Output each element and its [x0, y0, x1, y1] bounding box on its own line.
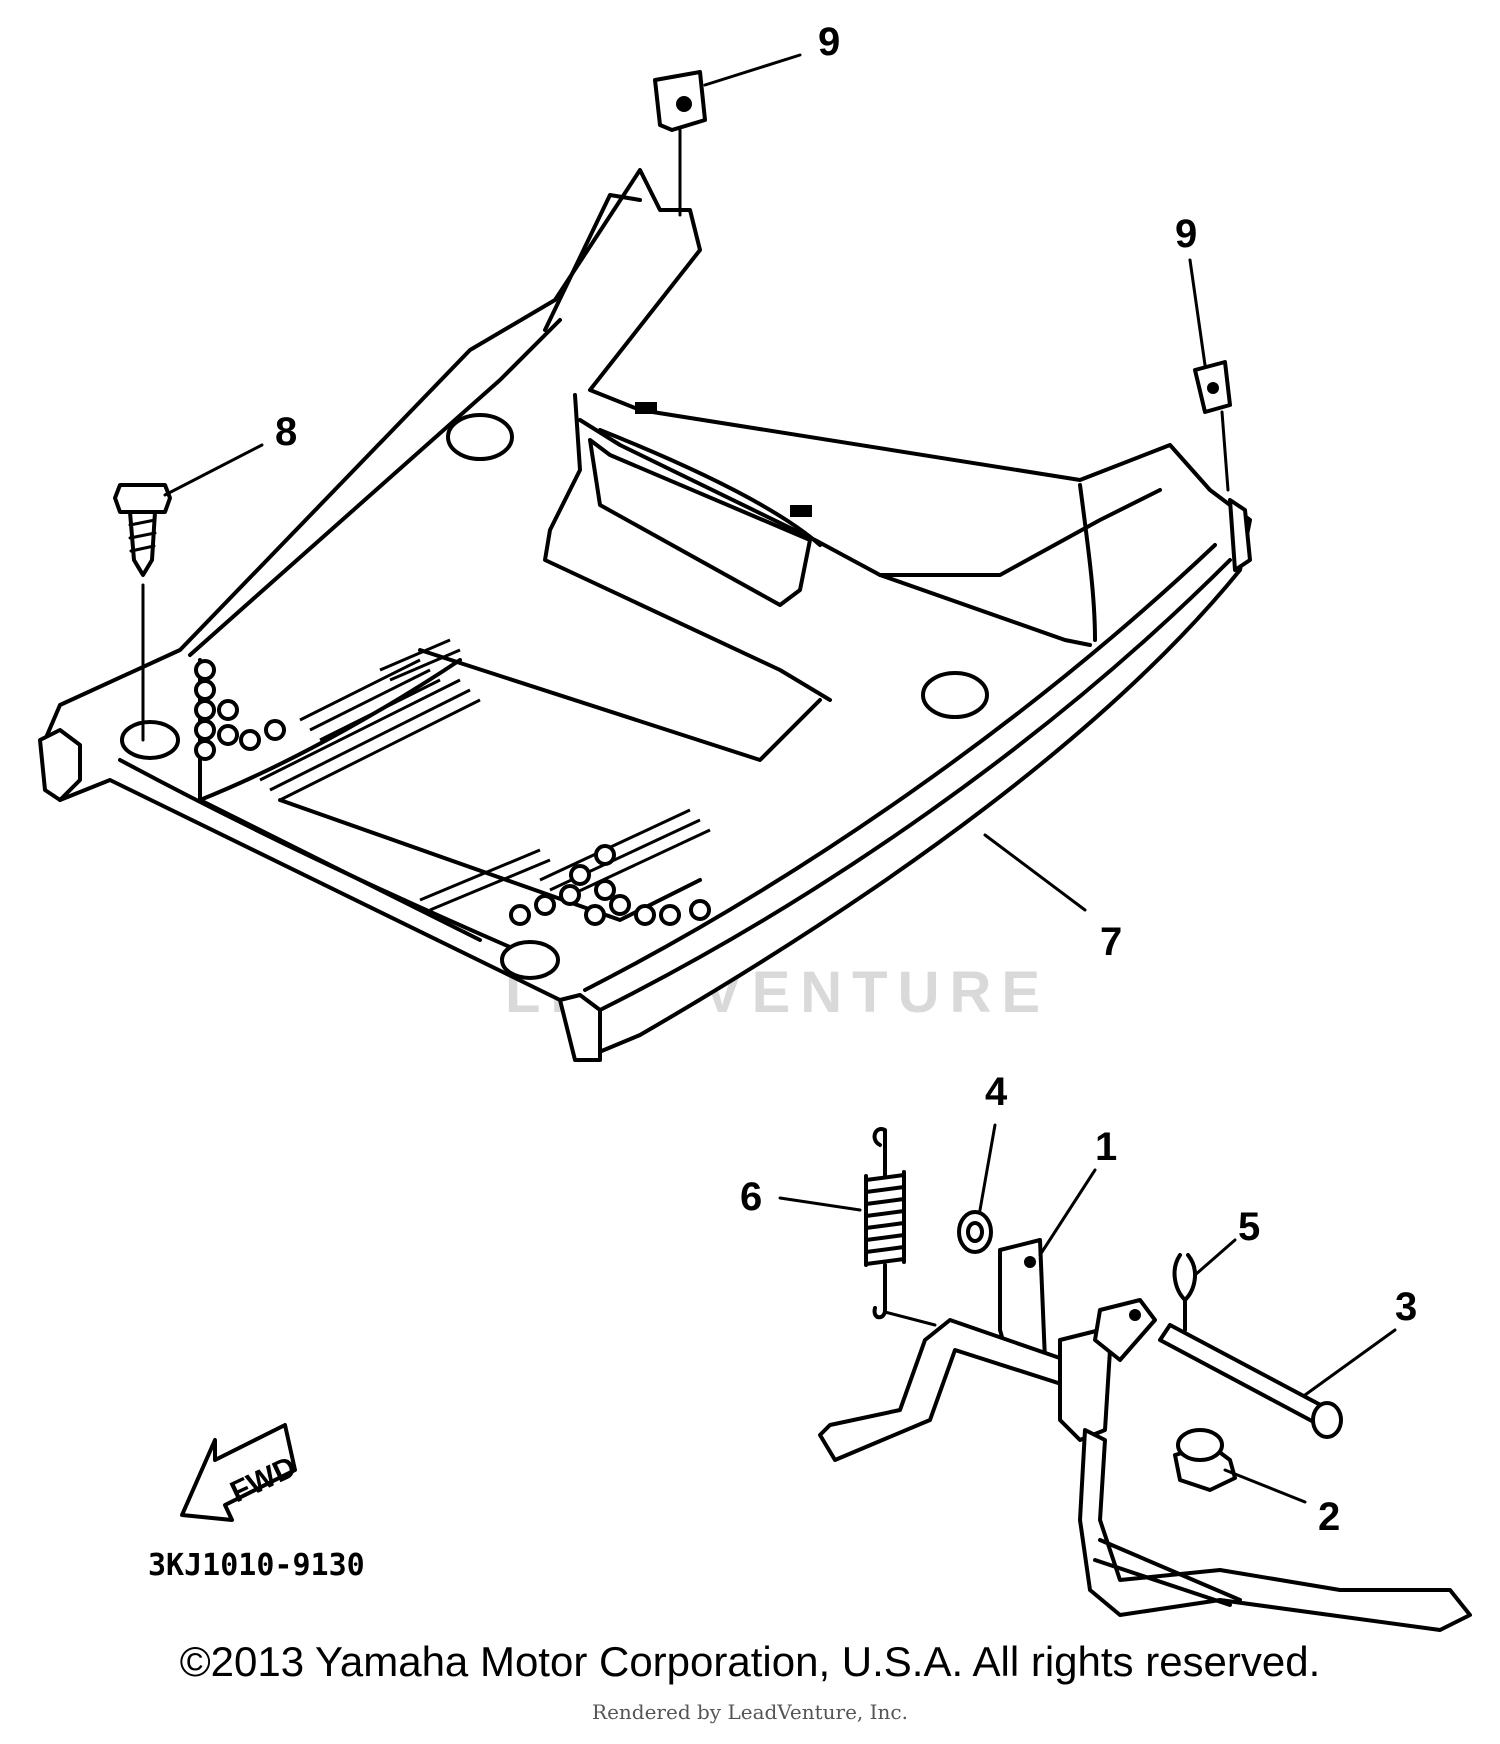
callout-8: 8 [275, 410, 297, 454]
part-3-shaft [1158, 1323, 1397, 1439]
copyright-notice: ©2013 Yamaha Motor Corporation, U.S.A. A… [179, 1638, 1321, 1685]
part-9-clip-right [1188, 258, 1232, 492]
part-9-clip-top [653, 53, 802, 217]
rendered-by-notice: Rendered by LeadVenture, Inc. [592, 1700, 908, 1724]
callout-2: 2 [1318, 1495, 1340, 1539]
callout-4: 4 [985, 1070, 1008, 1114]
fwd-arrow-icon: FWD [180, 1423, 301, 1522]
floor-studs [194, 659, 711, 926]
part-6-spring [778, 1127, 937, 1327]
part-4-collar [957, 1123, 997, 1254]
part-2-bush [1173, 1428, 1307, 1504]
diagram-part-code: 3KJ1010-9130 [148, 1548, 365, 1583]
part-8-bolt [113, 443, 264, 742]
part-5-cotter-pin [1172, 1238, 1237, 1332]
callout-5: 5 [1238, 1205, 1260, 1249]
callout-9-right: 9 [1175, 212, 1197, 256]
part-1-main-stand [818, 1168, 1472, 1632]
callout-6: 6 [740, 1175, 762, 1219]
callout-3: 3 [1395, 1285, 1417, 1329]
part-7-floor-cover [38, 168, 1252, 1062]
callout-7: 7 [1100, 920, 1122, 964]
callout-1: 1 [1095, 1125, 1117, 1169]
callout-numbers: 9 9 8 7 4 1 6 5 3 2 [275, 20, 1417, 1539]
callout-9-top: 9 [818, 20, 840, 64]
